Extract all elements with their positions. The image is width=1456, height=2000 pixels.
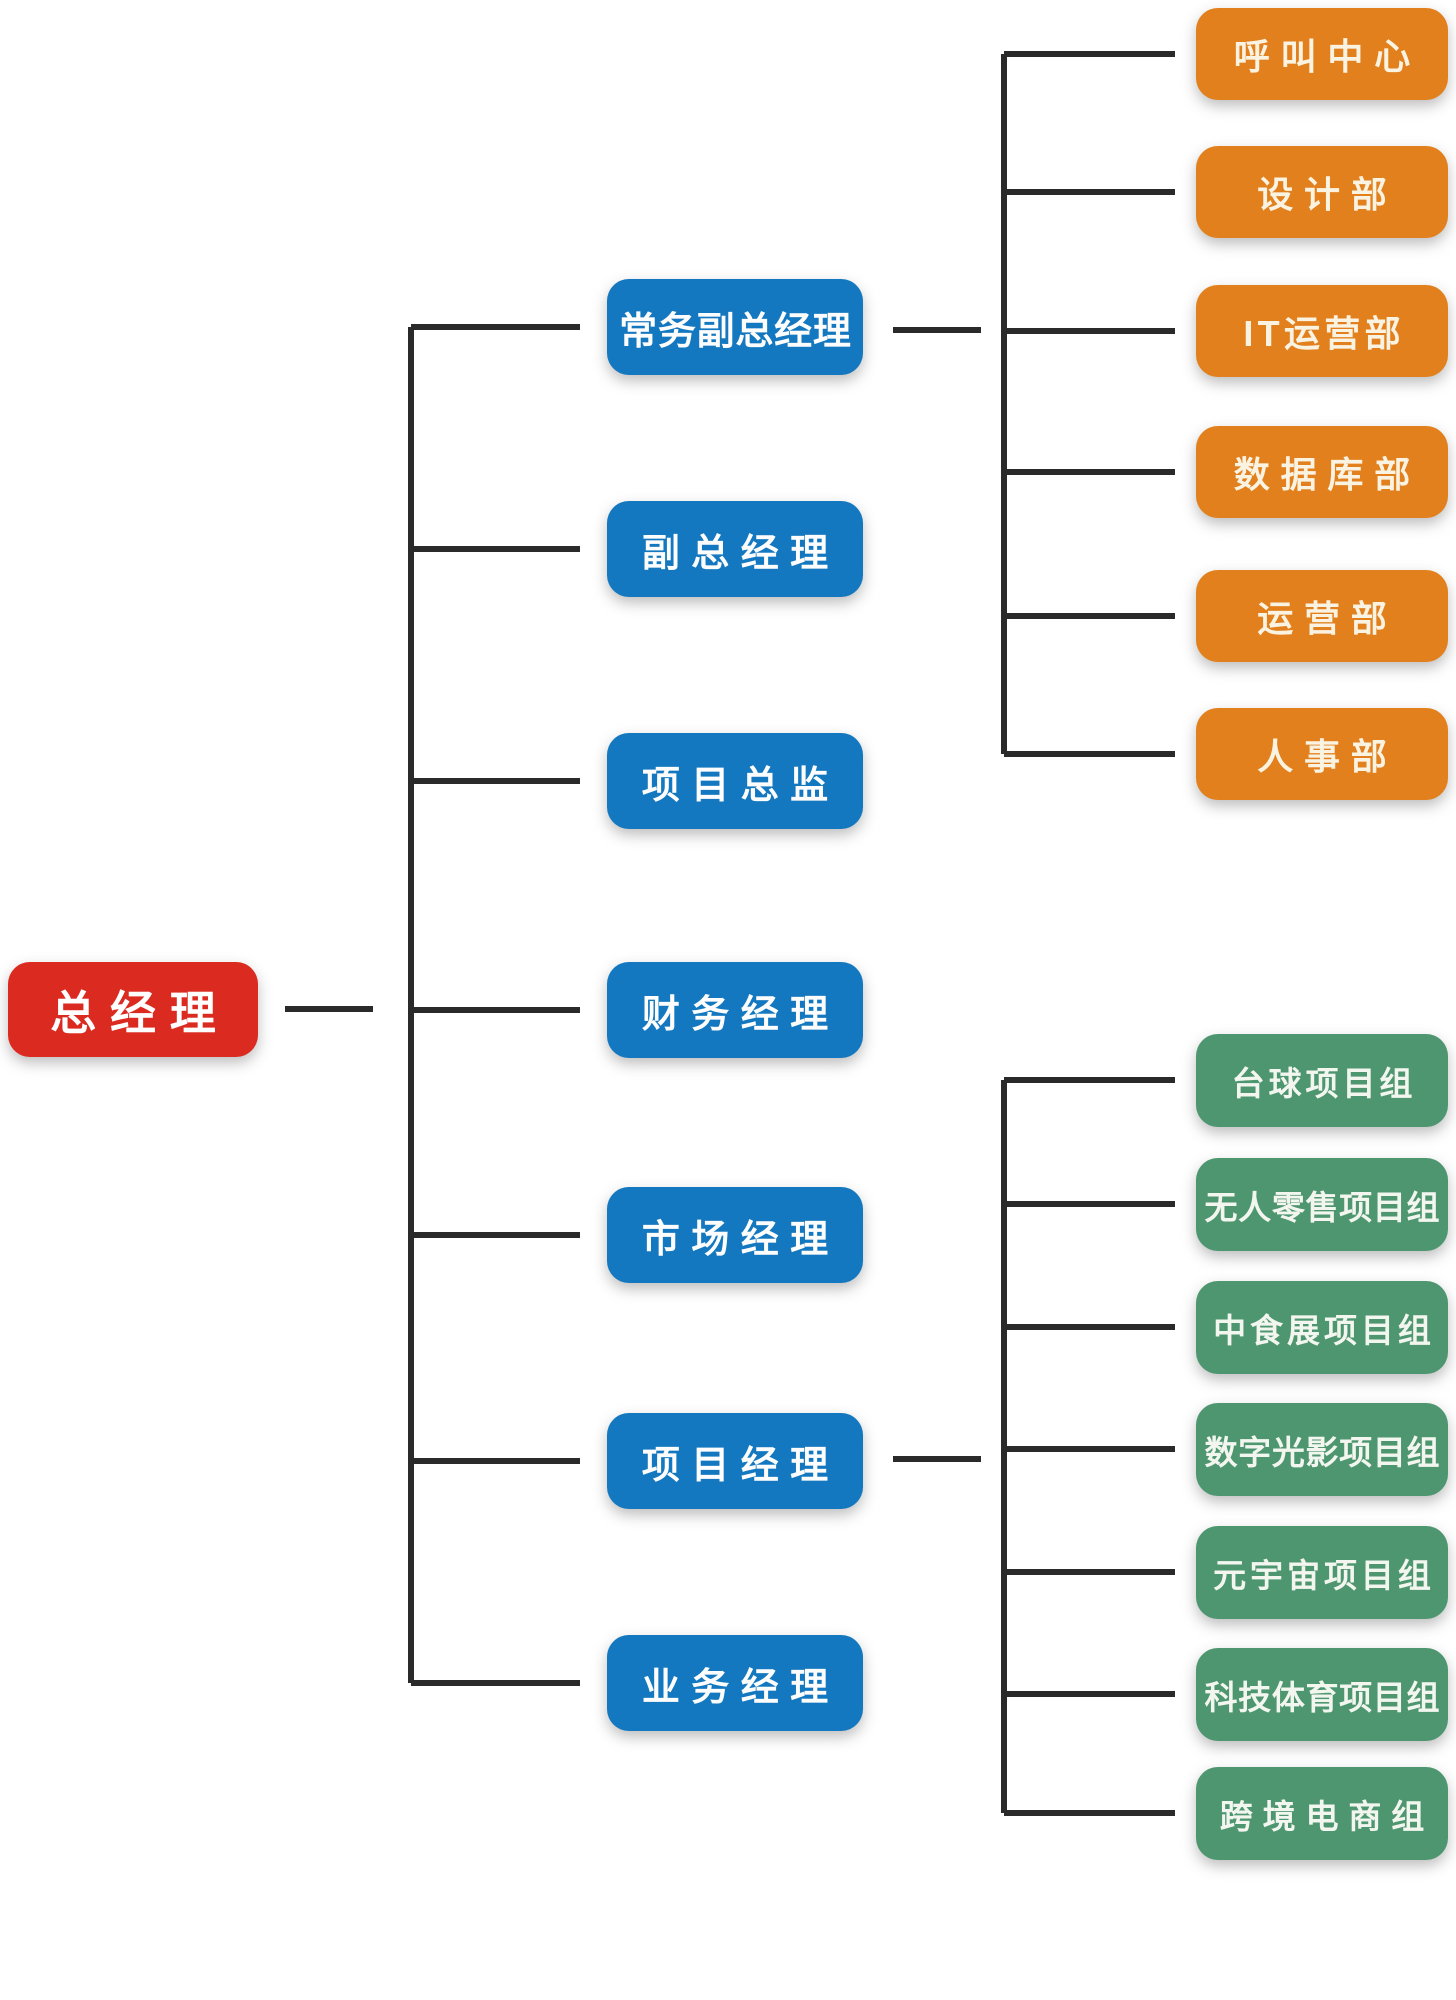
node-marketing-manager: 市场经理 [607, 1187, 863, 1283]
node-hr-department: 人事部 [1196, 708, 1448, 800]
node-business-manager: 业务经理 [607, 1635, 863, 1731]
node-tech-sports-project-team: 科技体育项目组 [1196, 1648, 1448, 1741]
node-cross-border-ecommerce-team: 跨境电商组 [1196, 1767, 1448, 1860]
node-billiards-project-team: 台球项目组 [1196, 1034, 1448, 1127]
node-china-food-expo-project-team: 中食展项目组 [1196, 1281, 1448, 1374]
node-operations-department: 运营部 [1196, 570, 1448, 662]
node-call-center: 呼叫中心 [1196, 8, 1448, 100]
node-digital-light-shadow-project-team: 数字光影项目组 [1196, 1403, 1448, 1496]
node-finance-manager: 财务经理 [607, 962, 863, 1058]
node-it-operations-department: IT运营部 [1196, 285, 1448, 377]
node-database-department: 数据库部 [1196, 426, 1448, 518]
node-metaverse-project-team: 元宇宙项目组 [1196, 1526, 1448, 1619]
node-general-manager: 总经理 [8, 962, 258, 1057]
node-project-manager: 项目经理 [607, 1413, 863, 1509]
node-project-director: 项目总监 [607, 733, 863, 829]
node-executive-deputy-general-manager: 常务副总经理 [607, 279, 863, 375]
node-unmanned-retail-project-team: 无人零售项目组 [1196, 1158, 1448, 1251]
node-design-department: 设计部 [1196, 146, 1448, 238]
node-deputy-general-manager: 副总经理 [607, 501, 863, 597]
